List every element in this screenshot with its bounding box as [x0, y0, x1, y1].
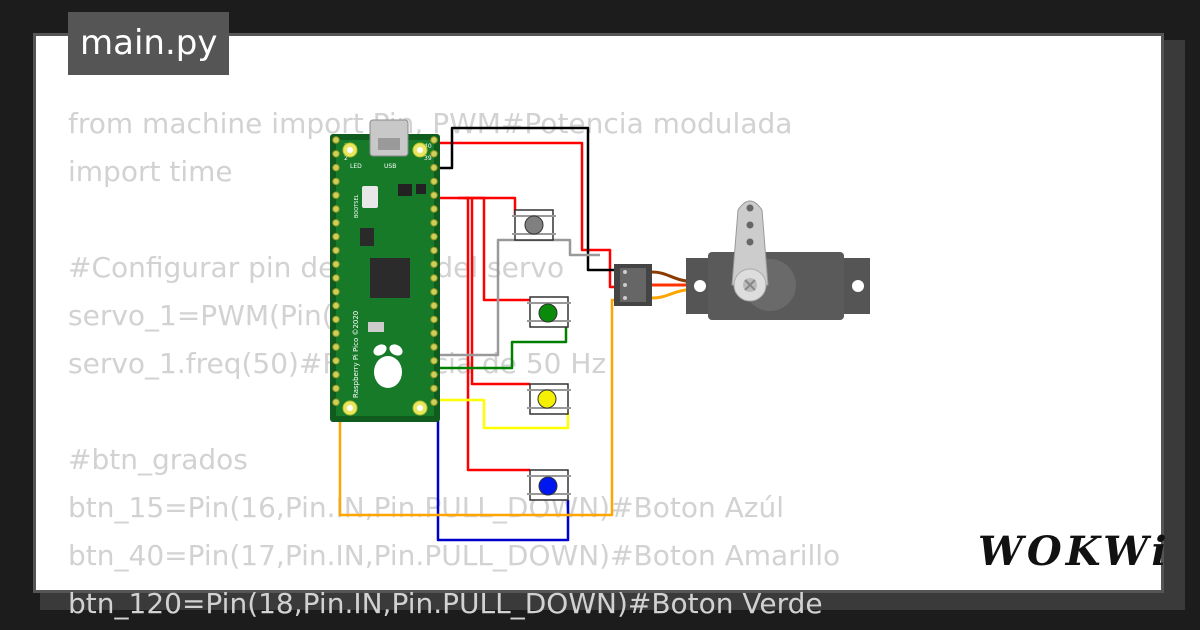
pin-pad[interactable]: [332, 246, 340, 255]
pin-pad[interactable]: [332, 357, 340, 365]
pin-pad[interactable]: [430, 301, 438, 310]
pin-pad[interactable]: [430, 246, 438, 255]
pin-40-label: 40: [424, 143, 432, 150]
wire-red-btn-yellow[interactable]: [470, 198, 530, 386]
pin-pad[interactable]: [332, 370, 340, 379]
pin-pad[interactable]: [430, 150, 438, 158]
wire-black-gnd[interactable]: [438, 126, 622, 272]
pin-pad[interactable]: [430, 288, 438, 296]
pin-pad[interactable]: [430, 163, 438, 172]
pin-pad[interactable]: [430, 370, 438, 379]
pin-pad[interactable]: [430, 343, 438, 351]
pin-pad[interactable]: [430, 177, 438, 186]
silkscreen-brand: Raspberry Pi Pico ©2020: [352, 311, 360, 398]
pin-pad[interactable]: [332, 177, 340, 186]
code-preview: from machine import Pin, PWM#Potencia mo…: [68, 100, 1158, 620]
pin-pad[interactable]: [332, 315, 340, 324]
raspberry-logo-icon: [373, 344, 403, 388]
pin-2-label: 2: [344, 155, 348, 162]
pin-pad[interactable]: [332, 329, 340, 337]
pin-pad[interactable]: [332, 301, 340, 310]
pin-pad[interactable]: [332, 163, 340, 172]
pin-pad[interactable]: [332, 384, 340, 393]
pin-pad[interactable]: [430, 357, 438, 365]
code-line: #btn_grados: [68, 443, 248, 476]
label-bootsel: BOOTSEL: [354, 194, 360, 218]
pin-pad[interactable]: [430, 232, 438, 241]
pin-pad[interactable]: [430, 191, 438, 199]
pin-pad[interactable]: [430, 329, 438, 337]
button-gray[interactable]: [512, 209, 556, 241]
pin-pad[interactable]: [332, 136, 340, 144]
code-line: from machine import Pin, PWM#Potencia mo…: [68, 107, 793, 140]
pin-pad[interactable]: [332, 205, 340, 213]
code-line: import time: [68, 155, 233, 188]
servo-motor[interactable]: [614, 200, 870, 320]
pin-pad[interactable]: [430, 205, 438, 213]
wire-red-btn-green[interactable]: [465, 196, 530, 302]
pin-pad[interactable]: [430, 315, 438, 324]
pin-pads: [332, 136, 438, 406]
pin-pad[interactable]: [430, 274, 438, 282]
pin-pad[interactable]: [332, 343, 340, 351]
bootsel-button[interactable]: [362, 186, 378, 208]
pin-pad[interactable]: [430, 260, 438, 268]
code-line: btn_15=Pin(16,Pin.IN,Pin.PULL_DOWN)#Boto…: [68, 491, 784, 524]
button-green[interactable]: [527, 296, 571, 328]
code-line: btn_40=Pin(17,Pin.IN,Pin.PULL_DOWN)#Boto…: [68, 539, 841, 572]
pin-pad[interactable]: [332, 274, 340, 282]
wire-green-btn[interactable]: [438, 325, 568, 370]
pin-pad[interactable]: [430, 136, 438, 144]
pin-pad[interactable]: [430, 219, 438, 227]
pin-pad[interactable]: [332, 398, 340, 406]
file-tab[interactable]: main.py: [68, 12, 230, 75]
button-blue[interactable]: [527, 469, 571, 501]
button-yellow[interactable]: [527, 383, 571, 415]
wire-red-btn-blue[interactable]: [458, 196, 530, 472]
wire-red-vbus[interactable]: [438, 141, 622, 289]
wire-blue-btn[interactable]: [436, 412, 570, 542]
label-led: LED: [350, 163, 362, 170]
pin-pad[interactable]: [332, 150, 340, 158]
pin-39-label: 39: [424, 155, 432, 162]
rp2040-chip: [370, 258, 410, 298]
pin-pad[interactable]: [332, 232, 340, 241]
pin-pad[interactable]: [332, 219, 340, 227]
pin-pad[interactable]: [430, 384, 438, 393]
pin-pad[interactable]: [332, 191, 340, 199]
label-usb: USB: [384, 163, 396, 170]
pin-pad[interactable]: [332, 288, 340, 296]
code-line: btn_120=Pin(18,Pin.IN,Pin.PULL_DOWN)#Bot…: [68, 587, 823, 620]
project-card: [33, 33, 1164, 593]
wokwi-logo[interactable]: WOKWi: [978, 528, 1171, 575]
wire-gray-btn[interactable]: [438, 238, 600, 357]
wire-red-btn-gray[interactable]: [438, 196, 517, 216]
pin-pad[interactable]: [332, 260, 340, 268]
pico-board[interactable]: USB LED 1 2 40 39 BOOTSEL Raspberry Pi P…: [330, 119, 440, 422]
pin-pad[interactable]: [430, 398, 438, 406]
wire-yellow-btn[interactable]: [438, 398, 570, 430]
